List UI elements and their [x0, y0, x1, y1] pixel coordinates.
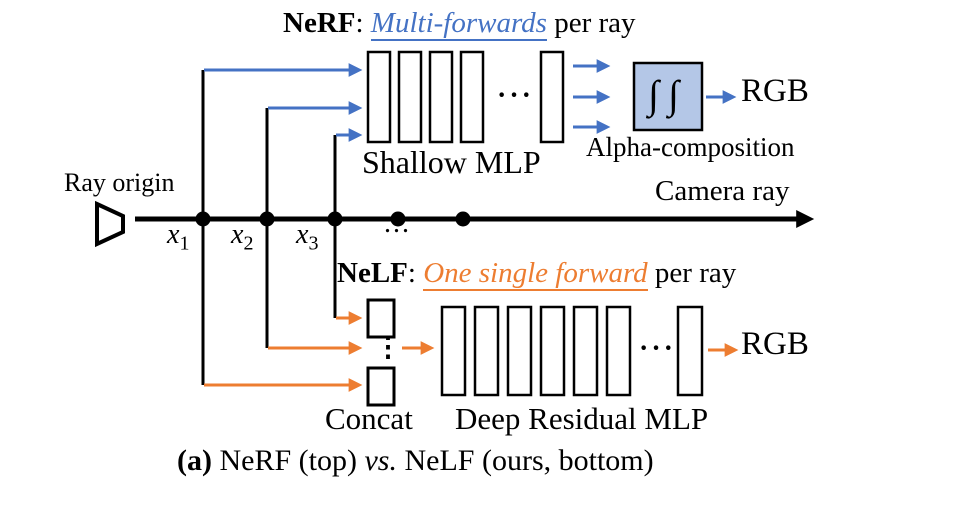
ray-ellipsis: ...	[384, 208, 411, 239]
concat-ellipsis: ⋮	[374, 332, 402, 363]
concat-box-bottom	[366, 366, 396, 407]
shallow-layer-4	[459, 50, 485, 144]
deep-mlp-label: Deep Residual MLP	[455, 401, 709, 436]
nelf-input-arrows	[204, 311, 363, 392]
sample-dot-5	[455, 211, 471, 227]
integral-symbol: ∫∫	[648, 72, 688, 117]
x3-base: x	[296, 219, 309, 250]
nelf-title-sep: :	[407, 257, 424, 289]
camera-frustum-icon	[95, 200, 125, 248]
caption-part1: NeRF (top)	[211, 444, 365, 477]
rgb-label-top: RGB	[741, 73, 809, 109]
x1-sub: 1	[179, 232, 190, 255]
nerf-title-highlight: Multi-forwards	[370, 7, 547, 41]
shallow-layer-1	[366, 50, 392, 144]
nelf-connector-lines	[201, 219, 337, 385]
nelf-title-name: NeLF	[337, 257, 408, 289]
concat-boxes	[366, 298, 396, 407]
shallow-mlp-label: Shallow MLP	[362, 144, 541, 180]
shallow-layer-2	[397, 50, 423, 144]
nerf-title-sep: :	[355, 7, 371, 39]
nelf-title-suffix: per ray	[647, 257, 737, 289]
nerf-title: NeRF: Multi-forwards per ray	[283, 7, 636, 41]
shallow-layer-last	[539, 50, 565, 144]
deep-layer-2	[473, 305, 500, 397]
shallow-mlp-layers	[366, 50, 565, 144]
x1-base: x	[167, 219, 180, 250]
sample-label-x1: x1	[167, 219, 189, 256]
concat-label: Concat	[325, 401, 413, 436]
deep-layer-6	[605, 305, 632, 397]
deep-layer-last	[676, 305, 704, 397]
caption-vs: vs.	[364, 444, 397, 477]
shallow-layer-3	[428, 50, 454, 144]
deep-layer-4	[539, 305, 566, 397]
figure-caption: (a) NeRF (top) vs. NeLF (ours, bottom)	[177, 444, 654, 478]
alpha-composition-box	[632, 61, 704, 132]
caption-index: (a)	[177, 444, 212, 477]
camera-ray-label: Camera ray	[655, 175, 790, 207]
concat-box-top	[366, 298, 396, 339]
sample-label-x3: x3	[296, 219, 318, 256]
nerf-connector-lines	[201, 70, 337, 219]
shallow-mlp-ellipsis: ···	[497, 80, 535, 111]
deep-layer-1	[440, 305, 467, 397]
x2-base: x	[231, 219, 244, 250]
x3-sub: 3	[308, 232, 319, 255]
deep-layer-3	[506, 305, 533, 397]
ray-origin-label: Ray origin	[64, 168, 175, 197]
nerf-title-name: NeRF	[283, 7, 356, 39]
deep-mlp-ellipsis: ···	[639, 333, 677, 364]
deep-mlp-layers	[440, 305, 704, 397]
nerf-title-suffix: per ray	[546, 7, 636, 39]
nelf-title-highlight: One single forward	[423, 257, 648, 291]
caption-part2: NeLF (ours, bottom)	[396, 444, 654, 477]
rgb-label-bottom: RGB	[741, 326, 809, 362]
sample-label-x2: x2	[231, 219, 253, 256]
nerf-output-arrows	[573, 59, 611, 134]
alpha-composition-label: Alpha-composition	[586, 132, 795, 162]
x2-sub: 2	[243, 232, 254, 255]
sample-dot-4	[390, 211, 406, 227]
deep-layer-5	[572, 305, 599, 397]
nerf-input-arrows	[204, 63, 363, 142]
nelf-title: NeLF: One single forward per ray	[337, 257, 737, 291]
